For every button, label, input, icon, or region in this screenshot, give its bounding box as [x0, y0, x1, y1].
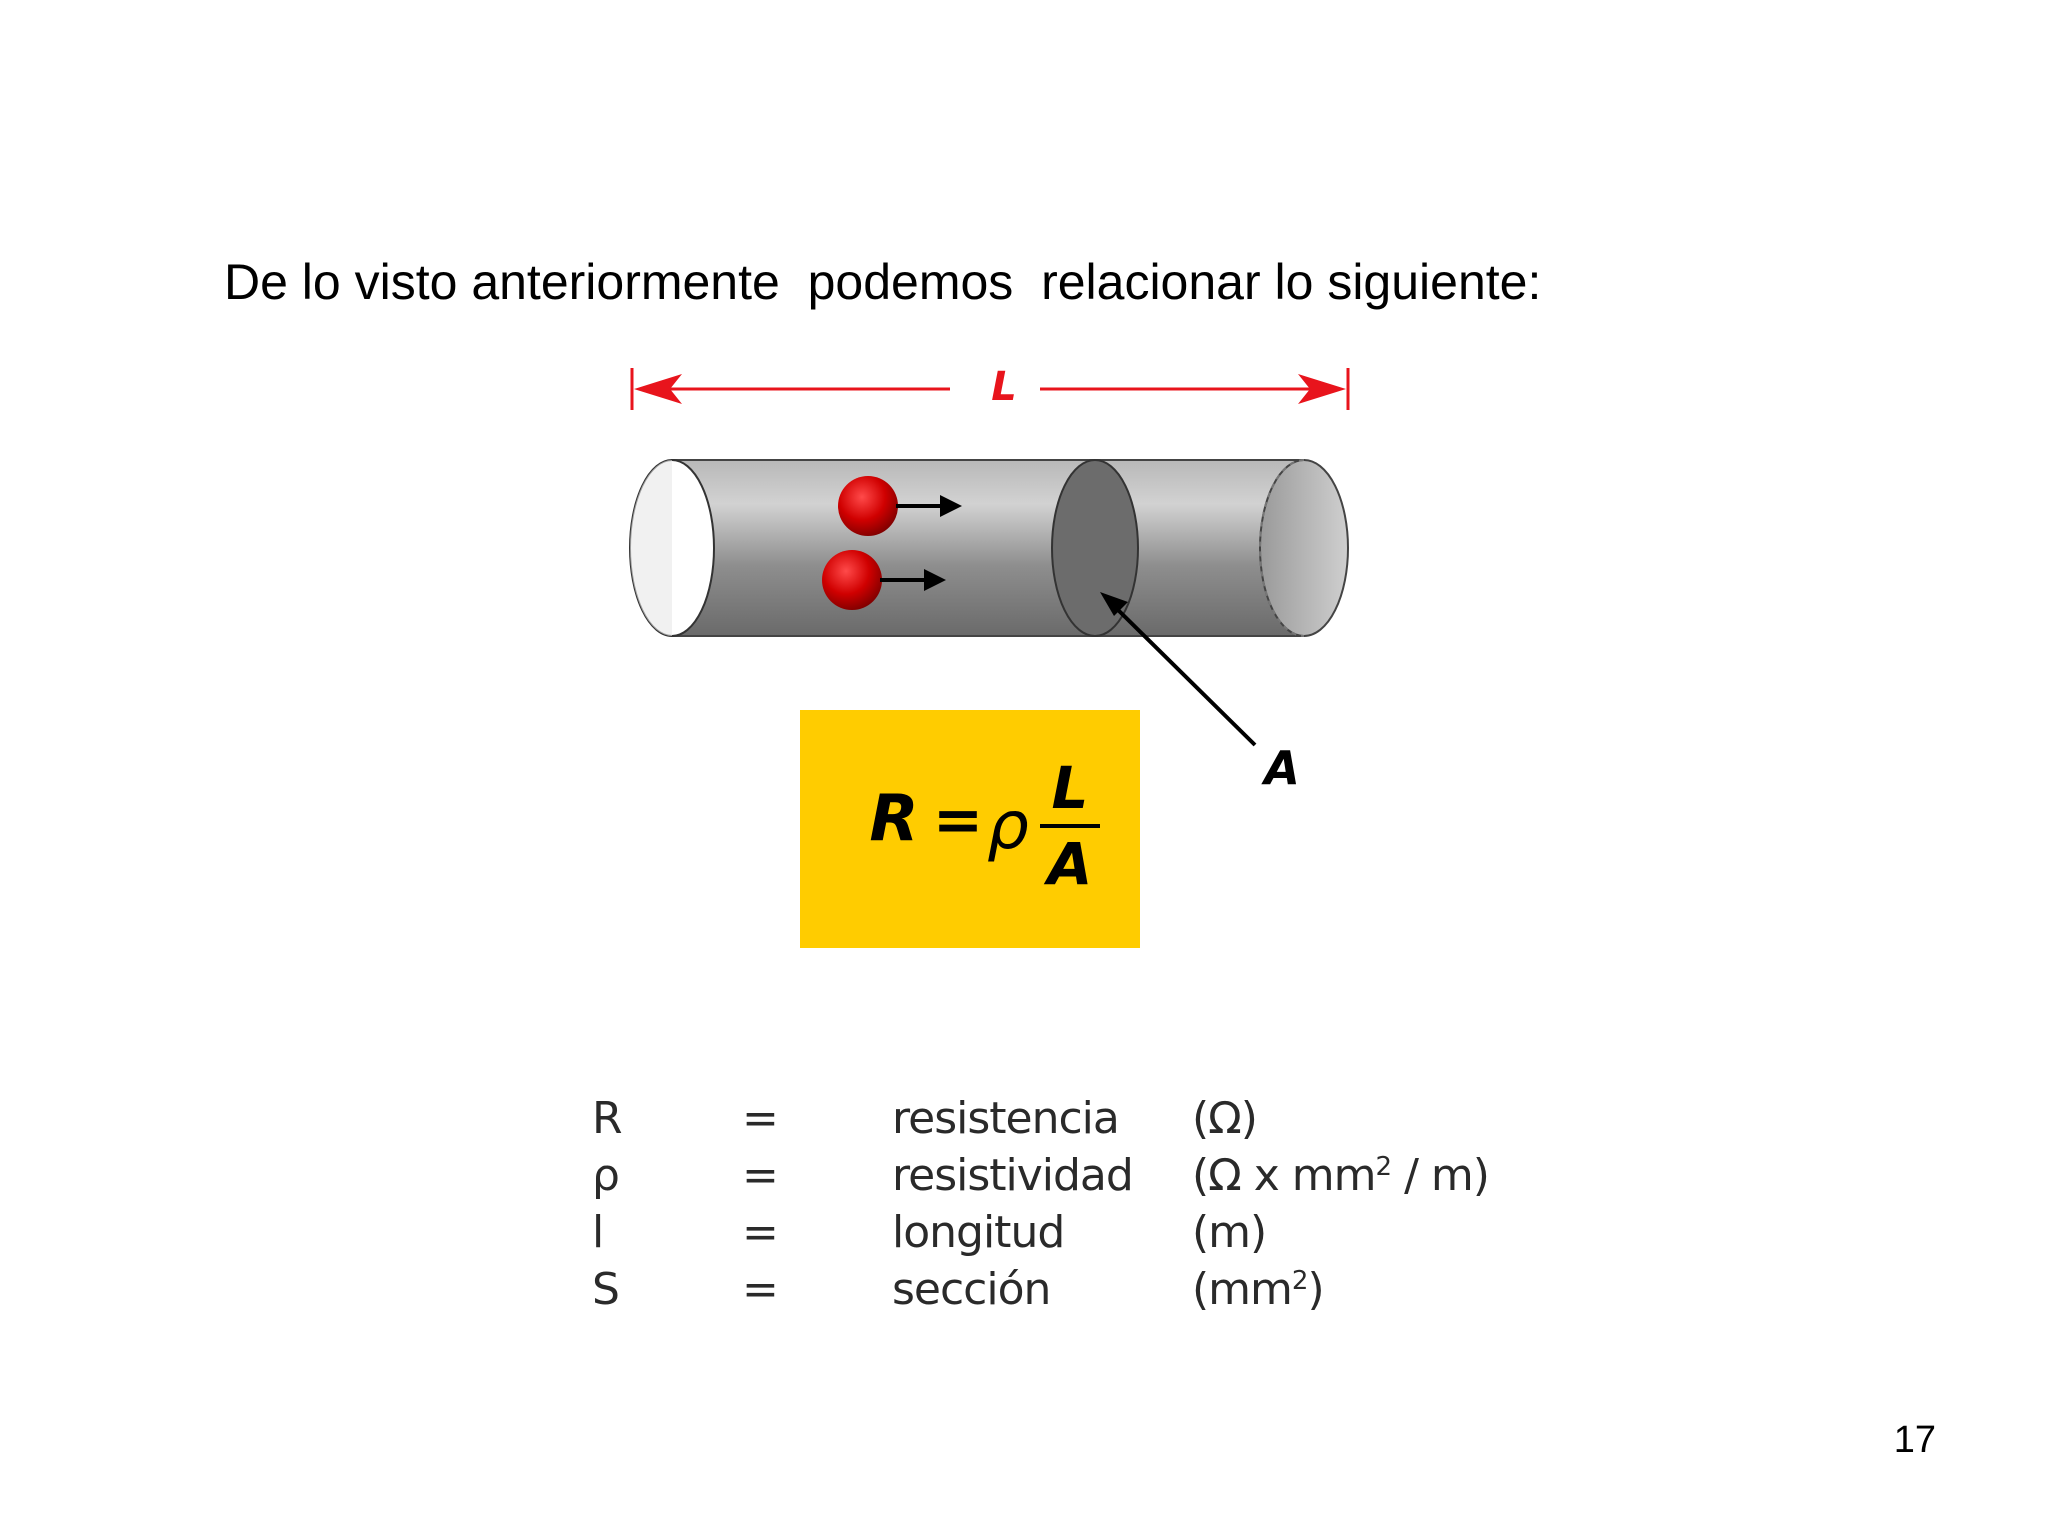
legend-row-resistance: R = resistencia (Ω): [592, 1090, 1592, 1147]
legend-equals: =: [742, 1150, 779, 1201]
legend-unit: (Ω): [1192, 1093, 1258, 1144]
legend-symbol: S: [592, 1264, 620, 1315]
formula-resistivity-symbol: ρ: [987, 787, 1029, 864]
area-pointer-arrow: [1100, 592, 1257, 747]
formula-numerator: L: [1052, 754, 1089, 822]
legend-name: resistencia: [892, 1093, 1120, 1144]
slide-heading: De lo visto anteriormente podemos relaci…: [224, 254, 1542, 310]
legend-unit: (m): [1192, 1207, 1267, 1258]
legend-symbol: ρ: [592, 1150, 620, 1201]
legend-row-section: S = sección (mm2): [592, 1261, 1592, 1318]
legend-unit: (Ω x mm2 / m): [1192, 1147, 1490, 1204]
legend-unit: (mm2): [1192, 1261, 1325, 1318]
legend-name: sección: [892, 1264, 1051, 1315]
legend-name: resistividad: [892, 1150, 1134, 1201]
legend-symbol: R: [592, 1093, 623, 1144]
legend-row-resistivity: ρ = resistividad (Ω x mm2 / m): [592, 1147, 1592, 1204]
legend-symbol: l: [592, 1207, 604, 1258]
legend-name: longitud: [892, 1207, 1065, 1258]
formula-equals-sign: =: [933, 785, 983, 855]
legend-equals: =: [742, 1207, 779, 1258]
legend-unit-tail: / m): [1391, 1150, 1490, 1201]
legend-unit-main: (mm: [1192, 1264, 1293, 1315]
formula-box: [800, 710, 1140, 948]
page-number: 17: [1893, 1419, 1936, 1461]
legend-equals: =: [742, 1093, 779, 1144]
formula-denominator: A: [1044, 830, 1093, 898]
legend-unit-superscript: 2: [1375, 1152, 1393, 1182]
legend-row-length: l = longitud (m): [592, 1204, 1592, 1261]
conductor-cylinder: [629, 459, 1349, 637]
legend-equals: =: [742, 1264, 779, 1315]
electron-particles: [822, 476, 898, 610]
legend-unit-superscript: 2: [1291, 1266, 1309, 1296]
length-dimension-arrow: [630, 368, 1350, 410]
resistance-formula: R = ρ L A: [869, 754, 1100, 898]
legend-unit-tail: ): [1307, 1264, 1324, 1315]
variable-legend: R = resistencia (Ω) ρ = resistividad (Ω …: [592, 1090, 1592, 1318]
electron-motion-arrows: [880, 495, 962, 591]
area-label: A: [1261, 741, 1300, 795]
cross-section-area: [1051, 459, 1139, 637]
legend-unit-main: (Ω x mm: [1192, 1150, 1377, 1201]
length-label: L: [991, 364, 1017, 410]
formula-resistance-symbol: R: [869, 782, 918, 856]
